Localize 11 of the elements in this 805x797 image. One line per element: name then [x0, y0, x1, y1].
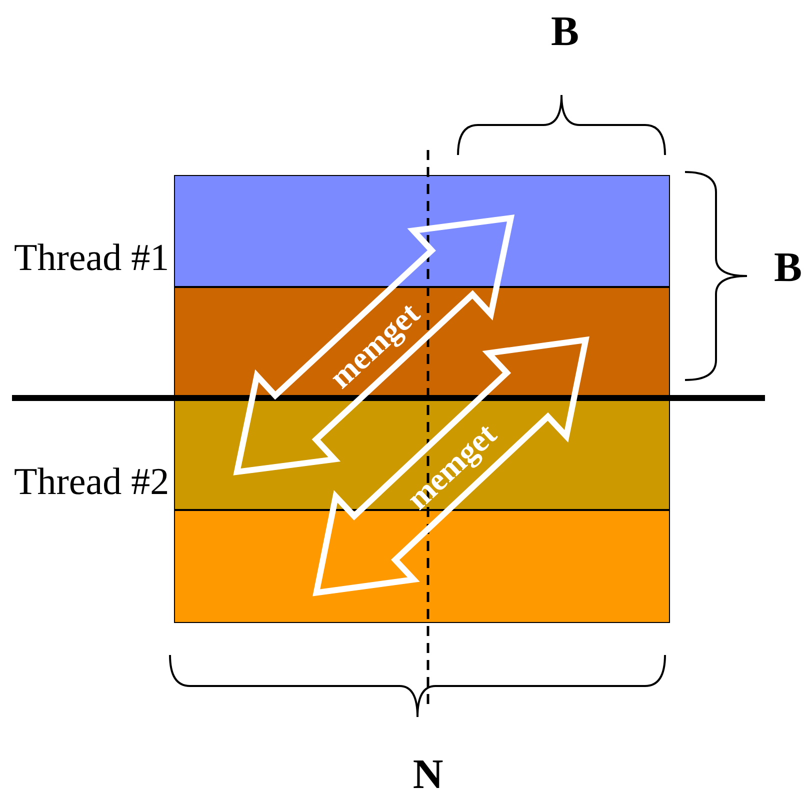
dimension-label: B [774, 247, 802, 289]
color-band [174, 287, 670, 398]
color-band [174, 175, 670, 287]
color-band [174, 510, 670, 623]
color-band [174, 398, 670, 510]
hollow-double-arrow [312, 336, 590, 596]
thread-label: Thread #1 [14, 239, 170, 277]
hollow-double-arrow [233, 214, 515, 476]
dimension-label: N [412, 754, 444, 796]
thread-label: Thread #2 [14, 463, 170, 501]
dimension-label: B [550, 11, 579, 53]
